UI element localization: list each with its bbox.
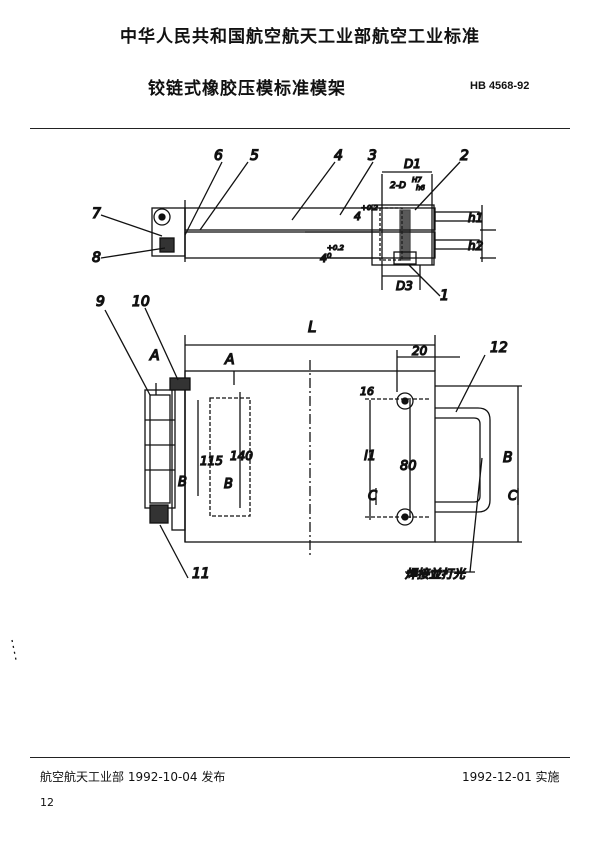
part-label-3: 3 (368, 148, 377, 164)
dim-D1: D1 (404, 157, 421, 171)
dim-140: 140 (230, 449, 253, 463)
part-label-2: 2 (460, 148, 469, 164)
part-label-4: 4 (334, 148, 343, 164)
dim-4-bot: 4 (320, 252, 327, 265)
bushing (393, 251, 417, 265)
bolt-upper (434, 211, 480, 222)
side-view (100, 161, 496, 297)
page-title: 铰链式橡胶压模标准模架 (148, 79, 346, 99)
page-number: 12 (40, 796, 54, 809)
dim-4-bot-tol: +0.2 (327, 244, 345, 252)
issue-date: 航空航天工业部 1992-10-04 发布 (40, 770, 226, 784)
part-label-12: 12 (490, 340, 508, 356)
dim-l1: l1 (364, 449, 376, 464)
lower-plate (184, 231, 436, 259)
dim-4-bot-tol-zero: 0 (327, 252, 332, 260)
guide-block (371, 204, 435, 266)
section-C-left: C (368, 489, 378, 504)
dim-L: L (308, 318, 316, 336)
section-B-right: B (224, 477, 233, 492)
section-B-left: B (178, 475, 187, 490)
plan-view (104, 307, 522, 579)
weld-note: 焊接並打光 (405, 567, 466, 581)
part-label-5: 5 (250, 148, 259, 164)
dim-4-top-tol: +0.2 (361, 204, 379, 212)
part-label-8: 8 (92, 250, 101, 266)
dim-20: 20 (412, 344, 428, 358)
dim-bore: 2-D (390, 181, 406, 191)
dim-B: B (503, 450, 513, 466)
hinge-eye (153, 208, 171, 226)
dim-115: 115 (200, 454, 223, 468)
section-C-right: C (508, 489, 518, 504)
header-rule (30, 128, 570, 129)
dim-tol-h6: h6 (416, 184, 425, 192)
dim-h2: h2 (468, 239, 483, 253)
part-label-7: 7 (92, 206, 101, 222)
part-label-10: 10 (132, 294, 150, 310)
pin-hole-upper (396, 392, 414, 410)
dim-D3: D3 (396, 279, 413, 293)
section-A-left: A (149, 348, 160, 364)
section-A-right: A (224, 352, 235, 368)
dim-h1: h1 (468, 211, 483, 225)
part-label-9: 9 (96, 294, 105, 310)
standard-code: HB 4568-92 (470, 80, 530, 92)
part-label-6: 6 (214, 148, 223, 164)
bolt-lower (434, 239, 480, 250)
handle (435, 407, 491, 513)
footer-rule (30, 757, 570, 758)
dim-4-top: 4 (354, 210, 361, 223)
part-label-1: 1 (440, 288, 449, 304)
guide-pin (399, 209, 411, 261)
standard-organization: 中华人民共和国航空航天工业部航空工业标准 (120, 27, 480, 47)
part-label-11: 11 (192, 566, 210, 582)
dim-tol-h7: H7 (412, 176, 422, 184)
dim-80: 80 (400, 459, 417, 474)
upper-plate (184, 207, 436, 231)
implementation-date: 1992-12-01 实施 (462, 770, 560, 784)
dim-16: 16 (360, 385, 374, 398)
